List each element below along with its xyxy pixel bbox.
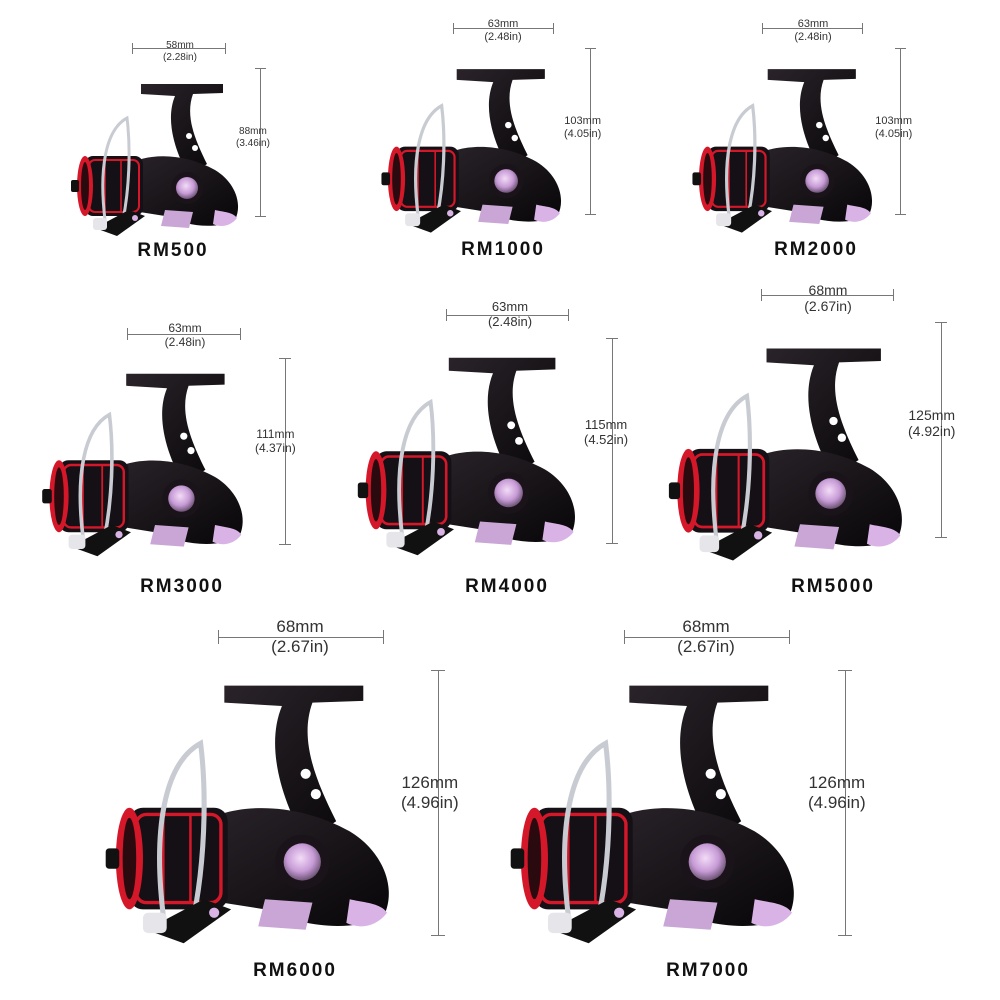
width-mm: 68mm [682,617,730,636]
height-label: 103mm (4.05in) [875,115,912,140]
height-label: 126mm (4.96in) [808,773,866,812]
height-in: (4.05in) [875,127,913,140]
height-dimension-line [612,338,613,543]
width-in: (2.48in) [164,334,206,349]
model-label: RM500 [137,240,209,261]
model-label: RM5000 [791,576,875,597]
height-label: 126mm (4.96in) [401,773,459,812]
width-mm: 63mm [491,299,529,314]
width-dimension-line [218,637,383,638]
height-in: (4.96in) [401,792,459,812]
height-dimension-line [285,358,286,544]
reel-image [40,371,245,559]
height-dimension-line [941,322,942,537]
height-mm: 103mm [875,115,912,127]
height-mm: 111mm [256,427,295,441]
height-in: (4.37in) [255,440,296,455]
width-label: 68mm (2.67in) [271,617,329,656]
height-dimension-line [845,670,846,935]
height-label: 103mm (4.05in) [564,115,601,140]
width-label: 63mm (2.48in) [794,18,831,43]
height-dimension-line [438,670,439,935]
model-label: RM7000 [666,960,750,981]
height-dimension-line [590,48,591,214]
width-label: 68mm (2.67in) [677,617,735,656]
height-in: (4.96in) [808,792,866,812]
model-label: RM2000 [774,239,858,260]
reel-image [660,315,940,580]
width-dimension-line [132,48,225,49]
height-in: (4.52in) [584,431,629,447]
width-label: 63mm (2.48in) [487,299,533,330]
width-mm: 63mm [487,18,519,30]
reel-image [500,645,840,967]
width-dimension-line [127,334,240,335]
width-in: (2.48in) [484,30,522,43]
reel-image [690,67,874,235]
model-label: RM4000 [465,576,549,597]
width-mm: 63mm [168,321,202,335]
height-mm: 126mm [808,773,866,792]
width-in: (2.67in) [271,636,329,656]
width-label: 63mm (2.48in) [484,18,521,43]
height-in: (4.92in) [908,423,956,440]
width-mm: 68mm [808,282,848,298]
model-label: RM6000 [253,960,337,981]
height-dimension-line [900,48,901,214]
height-label: 115mm (4.52in) [584,417,629,448]
width-dimension-line [762,28,862,29]
width-in: (2.28in) [163,51,197,63]
height-dimension-line [260,68,261,216]
height-in: (4.05in) [564,127,602,140]
height-mm: 103mm [564,115,601,127]
height-mm: 115mm [584,417,628,432]
width-dimension-line [761,295,893,296]
width-label: 63mm (2.48in) [164,321,206,350]
width-mm: 58mm [166,40,194,51]
reel-image [355,355,577,558]
width-label: 58mm (2.28in) [163,40,197,63]
width-dimension-line [624,637,789,638]
width-in: (2.48in) [794,30,832,43]
model-label: RM1000 [461,239,545,260]
width-in: (2.67in) [677,636,735,656]
height-mm: 88mm [239,126,267,137]
width-mm: 68mm [276,617,324,636]
width-in: (2.48in) [487,313,533,329]
height-in: (3.46in) [236,137,270,149]
height-label: 111mm (4.37in) [255,427,296,456]
width-dimension-line [453,28,553,29]
reel-image [379,67,563,235]
height-label: 125mm (4.92in) [908,407,955,439]
width-label: 68mm (2.67in) [804,282,851,314]
model-label: RM3000 [140,576,224,597]
width-mm: 63mm [797,18,829,30]
height-mm: 126mm [401,773,459,792]
height-mm: 125mm [908,407,956,423]
width-in: (2.67in) [804,298,852,315]
reel-image [95,645,435,967]
height-label: 88mm (3.46in) [236,126,270,149]
reel-image [69,82,240,238]
width-dimension-line [446,315,568,316]
